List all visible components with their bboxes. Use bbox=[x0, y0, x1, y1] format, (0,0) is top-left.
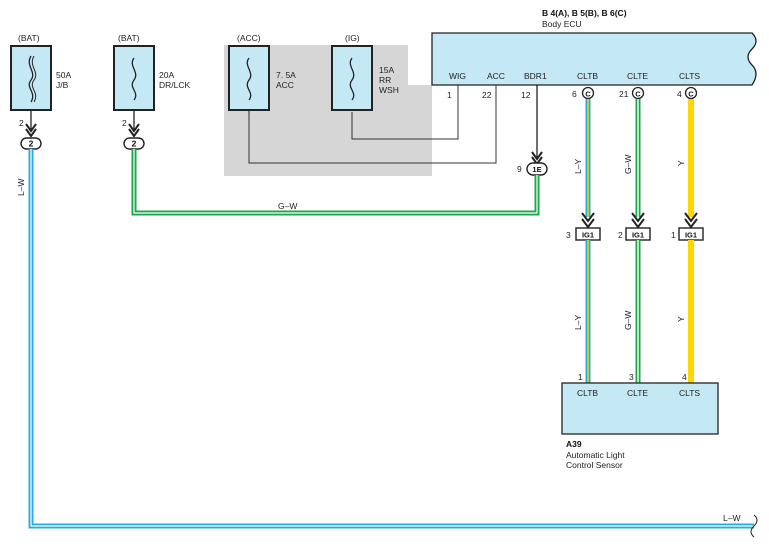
ig1-connector-2: IG1 bbox=[625, 227, 651, 241]
fuse1-link-icon bbox=[28, 55, 34, 103]
fuse3-source: (ACC) bbox=[237, 33, 261, 43]
sensor-code: A39 bbox=[566, 439, 582, 449]
ig1-arrow-icon-2 bbox=[631, 212, 645, 229]
fuse4-name2: WSH bbox=[379, 85, 399, 95]
ecu-pin-wig: 1 bbox=[447, 90, 452, 100]
ig1-arrow-icon-3 bbox=[684, 212, 698, 229]
fuse4-rating: 15A bbox=[379, 65, 394, 75]
ecu-terminal-cltb: CLTB bbox=[577, 71, 598, 81]
fuse2-arrow-icon bbox=[128, 123, 140, 138]
body-ecu-code: B 4(A), B 5(B), B 6(C) bbox=[542, 8, 627, 18]
ecu-terminal-clte: CLTE bbox=[627, 71, 648, 81]
ecu-internal-shade bbox=[224, 45, 432, 176]
ecu-pin-clte: 21 bbox=[619, 89, 629, 99]
fuse1-rating: 50A bbox=[56, 70, 71, 80]
svg-text:C: C bbox=[688, 90, 694, 99]
ecu-pin-acc: 22 bbox=[482, 90, 492, 100]
ecu-pin-bdr1: 12 bbox=[521, 90, 531, 100]
wire-lw bbox=[28, 149, 754, 529]
svg-text:C: C bbox=[585, 90, 591, 99]
ig1-pin-1: 3 bbox=[566, 230, 571, 240]
wire-gw-label-upper: G–W bbox=[623, 155, 633, 174]
fuse1-box bbox=[10, 45, 52, 111]
ecu-terminal-acc: ACC bbox=[487, 71, 505, 81]
fuse2-pin: 2 bbox=[122, 118, 127, 128]
ig1-connector-1: IG1 bbox=[575, 227, 601, 241]
fuse1-pin: 2 bbox=[19, 118, 24, 128]
wire-lw-label-vertical: L–W bbox=[16, 179, 26, 196]
internal-wire-acc bbox=[248, 85, 497, 164]
ecu-terminal-wig: WIG bbox=[449, 71, 466, 81]
wire-lw-label-horizontal: L–W bbox=[723, 513, 740, 523]
fuse3-link-icon bbox=[246, 57, 252, 101]
ig1-connector-3: IG1 bbox=[678, 227, 704, 241]
sensor-terminal-clts: CLTS bbox=[679, 388, 700, 398]
ecu-connector-c-clts: C bbox=[684, 86, 698, 100]
ecu-terminal-bdr1: BDR1 bbox=[524, 71, 547, 81]
sensor-name-line2: Control Sensor bbox=[566, 460, 623, 470]
fuse1-arrow-icon bbox=[25, 123, 37, 138]
svg-text:IG1: IG1 bbox=[582, 231, 594, 240]
fuse1-name: J/B bbox=[56, 80, 69, 90]
junction-1e-pin: 9 bbox=[517, 164, 522, 174]
fuse2-box bbox=[113, 45, 155, 111]
fuse2-link-icon bbox=[131, 57, 137, 101]
svg-text:C: C bbox=[635, 90, 641, 99]
fuse4-name: RR bbox=[379, 75, 391, 85]
ecu-terminal-clts: CLTS bbox=[679, 71, 700, 81]
ecu-pin-cltb: 6 bbox=[572, 89, 577, 99]
wire-y-label-lower: Y bbox=[676, 316, 686, 322]
sensor-name-line1: Automatic Light bbox=[566, 450, 625, 460]
svg-text:IG1: IG1 bbox=[685, 231, 697, 240]
wire-lw-break bbox=[750, 514, 758, 538]
ig1-pin-2: 2 bbox=[618, 230, 623, 240]
sensor-terminal-cltb: CLTB bbox=[577, 388, 598, 398]
svg-text:2: 2 bbox=[29, 139, 34, 149]
svg-text:IG1: IG1 bbox=[632, 231, 644, 240]
wire-gw-label: G–W bbox=[278, 201, 297, 211]
sensor-pin-clte: 3 bbox=[629, 372, 634, 382]
fuse4-box bbox=[331, 45, 373, 111]
junction-1e-connector: 1E bbox=[526, 162, 548, 176]
sensor-pin-clts: 4 bbox=[682, 372, 687, 382]
fuse4-source: (IG) bbox=[345, 33, 360, 43]
body-ecu-name: Body ECU bbox=[542, 19, 582, 29]
wire-y-label-upper: Y bbox=[676, 160, 686, 166]
ig1-pin-3: 1 bbox=[671, 230, 676, 240]
fuse2-source: (BAT) bbox=[118, 33, 140, 43]
fuse2-name: DR/LCK bbox=[159, 80, 191, 90]
sensor-pin-cltb: 1 bbox=[578, 372, 583, 382]
ecu-pin-clts: 4 bbox=[677, 89, 682, 99]
wire-ly-label-lower: L–Y bbox=[573, 315, 583, 330]
sensor-terminal-clte: CLTE bbox=[627, 388, 648, 398]
sensor-box bbox=[561, 382, 719, 435]
fuse1-source: (BAT) bbox=[18, 33, 40, 43]
internal-wire-wig bbox=[351, 85, 459, 140]
ecu-connector-c-clte: C bbox=[631, 86, 645, 100]
fuse3-rating: 7. 5A bbox=[276, 70, 296, 80]
fuse1-connector: 2 bbox=[20, 137, 42, 150]
ig1-arrow-icon-1 bbox=[581, 212, 595, 229]
fuse2-connector: 2 bbox=[123, 137, 145, 150]
svg-text:1E: 1E bbox=[532, 165, 541, 174]
body-ecu-box bbox=[431, 32, 757, 86]
svg-text:2: 2 bbox=[132, 139, 137, 149]
wire-ly-label-upper: L–Y bbox=[573, 159, 583, 174]
fuse4-link-icon bbox=[349, 57, 355, 101]
fuse3-box bbox=[228, 45, 270, 111]
fuse2-rating: 20A bbox=[159, 70, 174, 80]
fuse3-name: ACC bbox=[276, 80, 294, 90]
wire-gw-label-lower: G–W bbox=[623, 311, 633, 330]
ecu-connector-c-cltb: C bbox=[581, 86, 595, 100]
